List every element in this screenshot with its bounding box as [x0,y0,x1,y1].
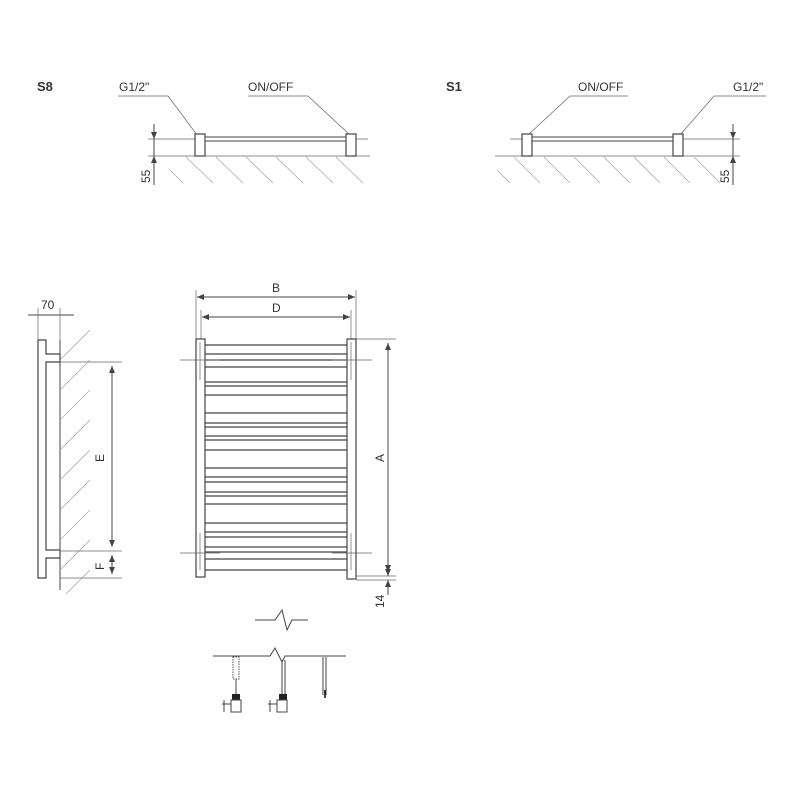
variant-code: S1 [446,79,462,94]
bottom-dimension: 14 [373,594,387,608]
heating-rod [322,657,327,698]
height-dimension: 55 [139,169,153,183]
switch-label: ON/OFF [578,80,623,94]
front-view: B D A 14 [180,281,396,608]
connection-label: G1/2" [119,80,149,94]
side-view: 70 E F [28,298,122,595]
height-dimension: 55 [718,169,732,183]
connection-label: G1/2" [733,80,763,94]
heating-element-coiled [222,656,242,713]
depth-dimension: 70 [41,298,55,312]
heating-element-straight [268,660,288,713]
heating-bars [205,344,347,571]
spacing-dimension: E [93,454,107,462]
height-dimension: A [373,454,387,462]
variant-s8-top-view: S8 G1/2" ON/OFF 55 [37,79,370,185]
variant-s1-top-view: S1 ON/OFF G1/2" 55 [446,79,766,185]
switch-label: ON/OFF [248,80,293,94]
inner-width-dimension: D [272,301,281,315]
variant-code: S8 [37,79,53,94]
offset-dimension: F [93,563,107,570]
width-dimension: B [272,281,280,295]
heating-element-detail [213,608,346,713]
